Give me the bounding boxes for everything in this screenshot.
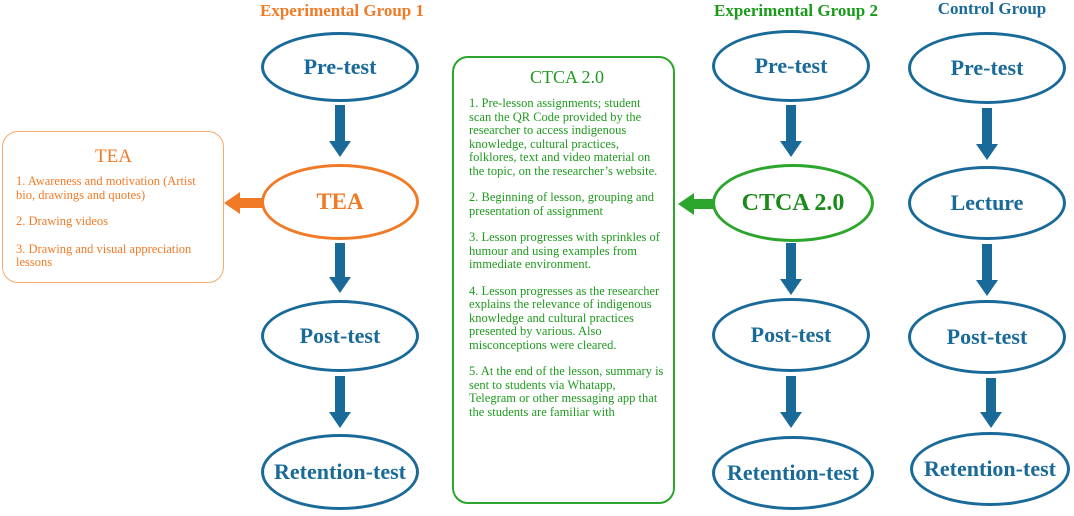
exp1-retention-node: Retention-test	[261, 434, 419, 510]
control-lecture-node: Lecture	[908, 166, 1066, 240]
exp1-tea-node: TEA	[261, 164, 419, 240]
exp2-arrow-3	[780, 376, 802, 428]
ctca-box-item-2: 2. Beginning of lesson, grouping and pre…	[469, 190, 655, 218]
exp2-group-title: Experimental Group 2	[713, 1, 879, 20]
control-posttest-node: Post-test	[908, 300, 1066, 374]
ctca-box-item-4: 4. Lesson progresses as the researcher e…	[469, 283, 660, 352]
tea-description-box: TEA 1. Awareness and motivation (Artist …	[2, 131, 224, 283]
control-arrow-2	[976, 244, 998, 296]
exp1-posttest-node: Post-test	[261, 300, 419, 372]
control-retention-node: Retention-test	[910, 432, 1070, 506]
exp1-arrow-2	[329, 243, 351, 293]
exp2-retention-node: Retention-test	[712, 436, 874, 510]
exp2-pretest-node: Pre-test	[712, 30, 870, 102]
exp2-arrow-1	[780, 105, 802, 157]
ctca-box-item-3: 3. Lesson progresses with sprinkles of h…	[469, 230, 660, 271]
control-arrow-3	[980, 378, 1002, 428]
exp2-arrow-2	[780, 243, 802, 295]
control-arrow-1	[976, 108, 998, 160]
tea-box-title: TEA	[95, 146, 132, 167]
exp2-ctca-node: CTCA 2.0	[712, 164, 874, 242]
exp1-pretest-node: Pre-test	[261, 32, 419, 102]
tea-to-box-arrow	[224, 192, 262, 214]
tea-box-item-3: 3. Drawing and visual appreciation lesso…	[16, 241, 192, 269]
ctca-to-box-arrow	[678, 193, 714, 215]
exp2-posttest-node: Post-test	[712, 298, 870, 372]
exp1-arrow-3	[329, 376, 351, 428]
exp1-arrow-1	[329, 105, 351, 157]
ctca-description-box: CTCA 2.0 1. Pre-lesson assignments; stud…	[452, 56, 675, 504]
tea-box-item-2: 2. Drawing videos	[16, 214, 108, 228]
ctca-box-item-1: 1. Pre-lesson assignments; student scan …	[469, 96, 658, 178]
exp1-group-title: Experimental Group 1	[259, 1, 425, 20]
control-group-title: Control Group	[937, 0, 1047, 18]
ctca-box-title: CTCA 2.0	[529, 67, 604, 87]
tea-box-item-1: 1. Awareness and motivation (Artist bio,…	[16, 174, 196, 202]
ctca-box-item-5: 5. At the end of the lesson, summary is …	[469, 364, 664, 419]
control-pretest-node: Pre-test	[908, 32, 1066, 104]
